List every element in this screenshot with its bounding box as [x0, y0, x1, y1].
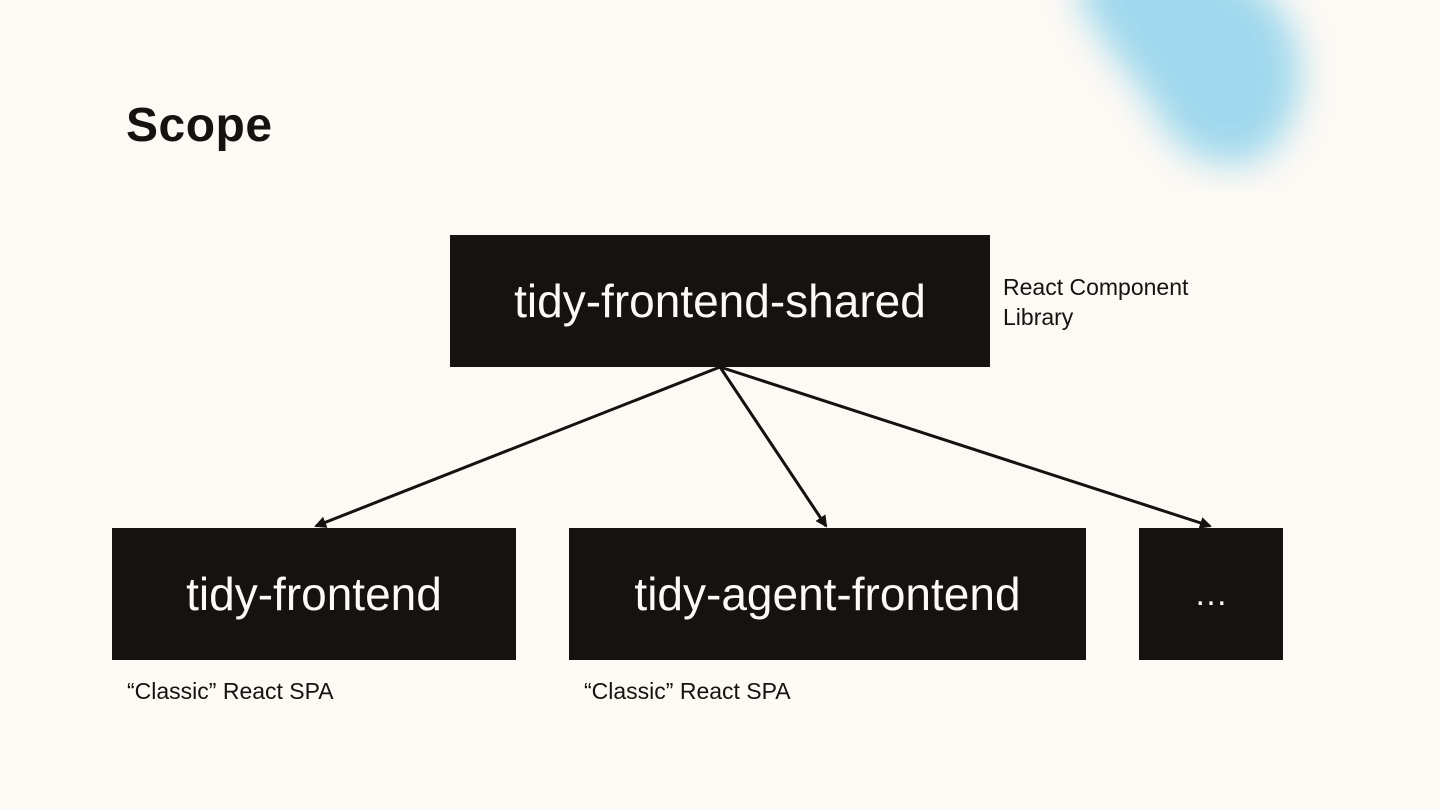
node-label: tidy-frontend	[186, 568, 442, 620]
node-label: tidy-frontend-shared	[514, 275, 926, 327]
node-note-tidy-frontend: “Classic” React SPA	[127, 678, 334, 704]
node-tidy-agent-frontend: tidy-agent-frontend	[569, 528, 1086, 660]
slide-title: Scope	[126, 99, 273, 152]
node-tidy-frontend: tidy-frontend	[112, 528, 516, 660]
node-tidy-frontend-shared: tidy-frontend-shared	[450, 235, 990, 367]
node-note-shared: React Component Library	[1003, 274, 1189, 330]
node-note-tidy-agent-frontend: “Classic” React SPA	[584, 678, 791, 704]
arrow-to-tidy-agent-frontend	[718, 366, 828, 528]
node-more: …	[1139, 528, 1283, 660]
node-label: tidy-agent-frontend	[634, 568, 1021, 620]
node-label: …	[1194, 574, 1228, 613]
arrow-to-tidy-frontend	[314, 365, 721, 528]
arrow-to-more	[719, 365, 1212, 529]
